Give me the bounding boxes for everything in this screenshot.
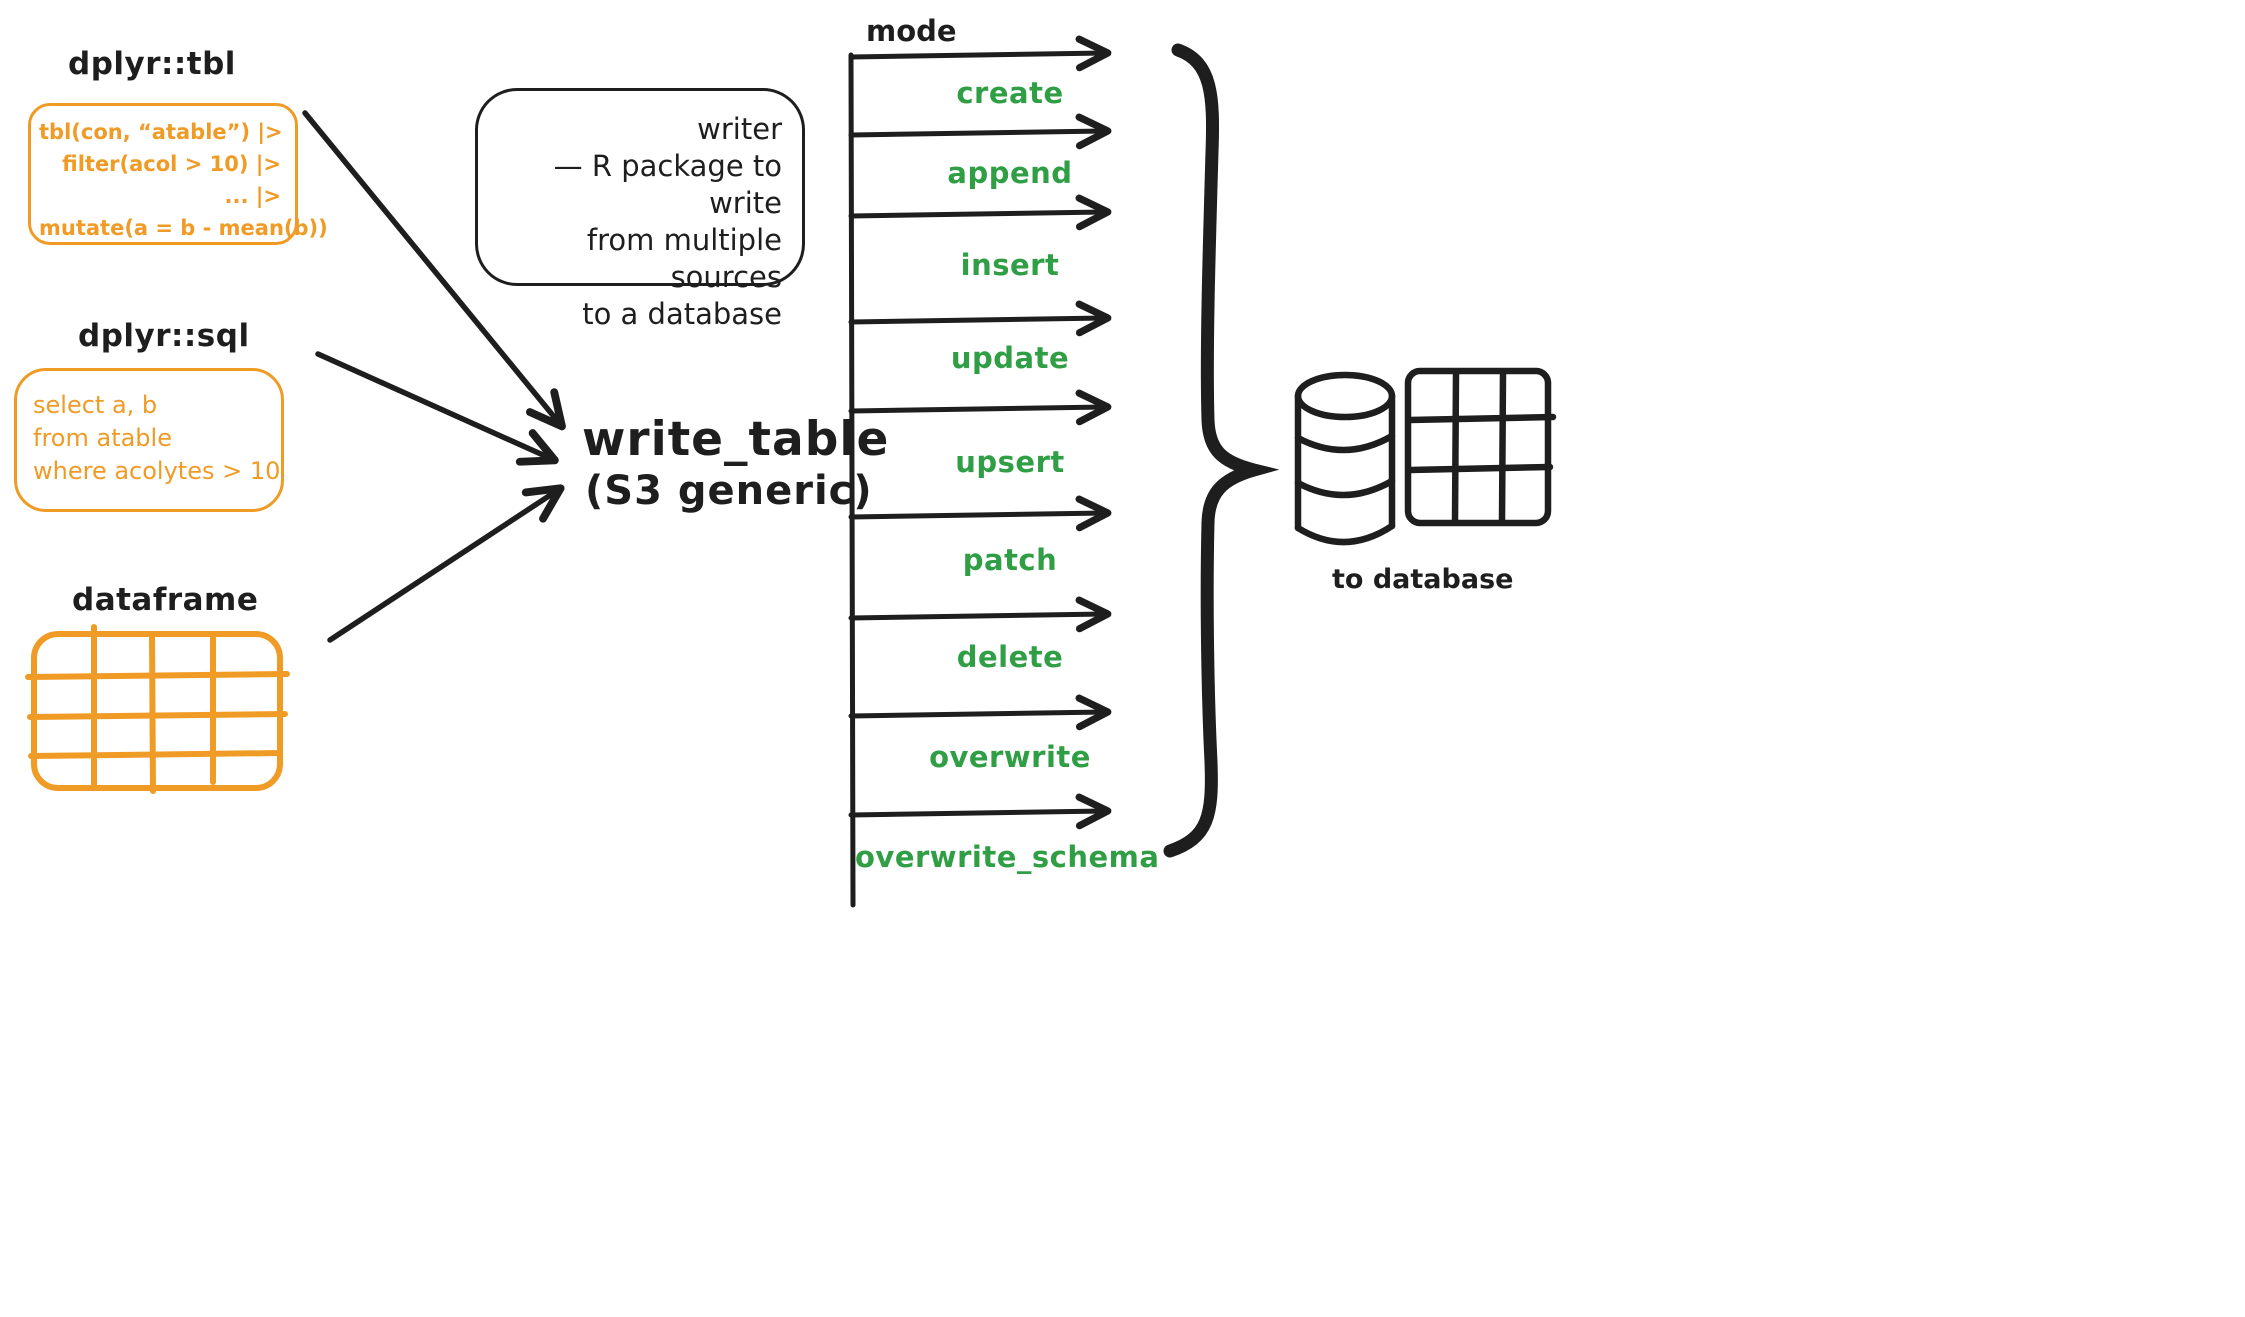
- mode-item-update: update: [950, 341, 1070, 375]
- destination-label: to database: [1332, 564, 1514, 595]
- mode-item-upsert: upsert: [955, 445, 1065, 479]
- source-label-dataframe: dataframe: [72, 582, 259, 618]
- writer-note-line: to a database: [582, 297, 782, 331]
- mode-item-append: append: [947, 156, 1073, 190]
- database-cylinder-icon: [1294, 371, 1396, 546]
- mode-axis-label: mode: [866, 14, 957, 48]
- dplyr-sql-code-box: select a, b from atable where acolytes >…: [14, 368, 284, 512]
- mode-item-patch: patch: [962, 543, 1058, 577]
- source-label-dplyr-tbl: dplyr::tbl: [68, 46, 236, 82]
- mode-arrow-create: [848, 35, 1112, 72]
- code-line: from atable: [33, 424, 172, 452]
- mode-arrow-update: [848, 300, 1112, 337]
- code-line: filter(acol > 10) |>: [62, 152, 281, 176]
- writer-note-box: writer — R package to write from multipl…: [475, 88, 805, 331]
- source-arrows: [302, 110, 566, 643]
- arrow-tbl-to-write-table: [302, 110, 566, 431]
- mode-item-overwrite-schema: overwrite_schema: [855, 840, 1160, 874]
- arrow-dataframe-to-write-table: [327, 484, 565, 643]
- mode-axis-line: [848, 52, 856, 908]
- mode-arrow-append: [848, 113, 1112, 150]
- writer-note-line: from multiple sources: [586, 223, 782, 294]
- writer-note-line: writer: [697, 112, 782, 146]
- mode-arrow-insert: [848, 194, 1112, 231]
- code-line: select a, b: [33, 391, 158, 419]
- dplyr-tbl-code-box: tbl(con, “atable”) |> filter(acol > 10) …: [28, 103, 328, 245]
- write-table-title: write_table: [582, 412, 890, 467]
- collect-brace: [1163, 43, 1280, 858]
- write-table-subtitle: (S3 generic): [585, 468, 873, 514]
- mode-arrow-delete: [848, 596, 1112, 633]
- mode-arrow-upsert: [848, 389, 1112, 426]
- mode-item-overwrite: overwrite: [929, 740, 1091, 774]
- dataframe-grid-icon: [25, 624, 290, 794]
- code-line: ... |>: [224, 184, 281, 208]
- mode-arrow-overwrite-schema: [848, 793, 1112, 830]
- mode-arrow-patch: [848, 495, 1112, 532]
- code-line: mutate(a = b - mean(b)): [39, 216, 328, 240]
- source-label-dplyr-sql: dplyr::sql: [78, 318, 250, 354]
- mode-item-delete: delete: [956, 640, 1064, 674]
- mode-item-insert: insert: [960, 248, 1060, 282]
- table-icon: [1404, 367, 1557, 527]
- arrow-sql-to-write-table: [315, 351, 559, 466]
- mode-arrow-overwrite: [848, 694, 1112, 731]
- mode-axis: [848, 35, 1112, 908]
- writer-note-line: — R package to write: [553, 149, 782, 220]
- code-line: tbl(con, “atable”) |>: [39, 120, 283, 144]
- code-line: where acolytes > 10: [33, 457, 281, 485]
- mode-item-create: create: [956, 76, 1064, 110]
